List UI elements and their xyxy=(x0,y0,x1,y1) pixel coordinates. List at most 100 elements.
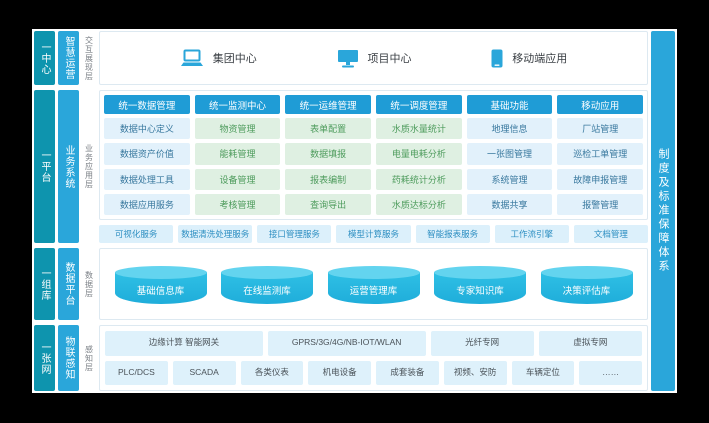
biz-item: 厂站管理 xyxy=(557,118,644,140)
left-label-one-database: 一组库 xyxy=(34,248,55,320)
biz-item: 数据资产价值 xyxy=(104,143,190,165)
architecture-diagram: 一中心 一平台 一组库 一张网 智慧运营 业务系统 数据平台 物联感知 交互展现… xyxy=(32,29,677,393)
biz-item: 表单配置 xyxy=(285,118,372,140)
service-chip: 智能报表服务 xyxy=(415,225,490,243)
perception-chip: 机电设备 xyxy=(308,360,371,385)
biz-col-monitoring-center: 统一监测中心 物资管理 能耗管理 设备管理 考核管理 xyxy=(194,95,281,215)
biz-item: 水质达标分析 xyxy=(376,193,462,215)
display-layer-panel: 集团中心 项目中心 移动端应用 xyxy=(99,31,648,85)
perception-chip: 各类仪表 xyxy=(240,360,304,385)
left-label-business-system: 业务系统 xyxy=(58,90,79,243)
layer-label-text: 交互展现层 xyxy=(84,35,94,81)
service-chip: 模型计算服务 xyxy=(336,225,411,243)
perception-chip: SCADA xyxy=(172,360,236,385)
database-cylinder: 在线监测库 xyxy=(221,266,313,304)
layer-label-display: 交互展现层 xyxy=(82,31,96,85)
biz-item: 地理信息 xyxy=(466,118,553,140)
left-label-text: 一张网 xyxy=(39,341,50,375)
perception-chip: 视频、安防 xyxy=(443,360,507,385)
perception-chip: 车辆定位 xyxy=(511,360,575,385)
platform-services-row: 可视化服务 数据清洗处理服务 接口管理服务 模型计算服务 智能报表服务 工作流引… xyxy=(99,225,648,243)
perception-network-row: 边缘计算 智能网关 GPRS/3G/4G/NB-IOT/WLAN 光纤专网 虚拟… xyxy=(105,331,642,356)
biz-item: 数据应用服务 xyxy=(104,193,190,215)
biz-col-header: 统一运维管理 xyxy=(285,95,372,114)
display-item-label: 移动端应用 xyxy=(512,53,568,65)
layer-label-text: 感知层 xyxy=(84,344,94,372)
left-label-one-center: 一中心 xyxy=(34,31,55,85)
database-label: 专家知识库 xyxy=(456,285,504,297)
biz-col-header: 统一数据管理 xyxy=(104,95,190,114)
perception-chip: …… xyxy=(579,360,642,385)
left-label-text: 物联感知 xyxy=(63,336,74,380)
database-label: 在线监测库 xyxy=(243,285,291,297)
perception-chip: 边缘计算 智能网关 xyxy=(105,331,263,356)
database-label: 运营管理库 xyxy=(349,285,398,297)
laptop-icon xyxy=(180,49,203,66)
biz-item: 数据中心定义 xyxy=(104,118,190,140)
biz-item: 报警管理 xyxy=(557,193,644,215)
database-cylinder: 决策评估库 xyxy=(540,266,633,304)
biz-item: 电量电耗分析 xyxy=(376,143,462,165)
left-label-one-network: 一张网 xyxy=(34,325,55,391)
biz-item: 系统管理 xyxy=(466,168,553,190)
biz-col-mobile-application: 移动应用 厂站管理 巡检工单管理 故障申报管理 报警管理 xyxy=(557,95,644,215)
database-label: 决策评估库 xyxy=(562,285,611,297)
biz-item: 故障申报管理 xyxy=(557,168,644,190)
biz-item: 能耗管理 xyxy=(194,143,281,165)
database-cylinder: 专家知识库 xyxy=(434,266,526,304)
left-label-iot-perception: 物联感知 xyxy=(58,325,79,391)
biz-item: 数据填报 xyxy=(285,143,372,165)
layer-label-data: 数据层 xyxy=(82,248,96,320)
biz-item: 水质水量统计 xyxy=(376,118,462,140)
biz-col-header: 基础功能 xyxy=(466,95,553,114)
service-chip: 数据清洗处理服务 xyxy=(178,225,253,243)
service-chip: 文档管理 xyxy=(573,225,648,243)
service-chip: 可视化服务 xyxy=(99,225,174,243)
biz-col-dispatch-management: 统一调度管理 水质水量统计 电量电耗分析 药耗统计分析 水质达标分析 xyxy=(376,95,462,215)
perception-chip: 虚拟专网 xyxy=(538,331,642,356)
service-chip: 接口管理服务 xyxy=(257,225,332,243)
left-label-data-platform: 数据平台 xyxy=(58,248,79,320)
perception-chip: 成套装备 xyxy=(376,360,439,385)
left-label-text: 业务系统 xyxy=(63,144,74,189)
biz-col-basic-functions: 基础功能 地理信息 一张图管理 系统管理 数据共享 xyxy=(466,95,553,215)
service-chip: 工作流引擎 xyxy=(494,225,569,243)
phone-icon xyxy=(491,49,503,67)
business-columns: 统一数据管理 数据中心定义 数据资产价值 数据处理工具 数据应用服务 统一监测中… xyxy=(99,90,648,220)
left-label-text: 智慧运营 xyxy=(63,36,74,80)
perception-layer-panel: 边缘计算 智能网关 GPRS/3G/4G/NB-IOT/WLAN 光纤专网 虚拟… xyxy=(99,325,648,391)
biz-item: 药耗统计分析 xyxy=(376,168,462,190)
biz-item: 一张图管理 xyxy=(466,143,553,165)
display-item-mobile-app: 移动端应用 xyxy=(491,49,567,68)
biz-item: 数据共享 xyxy=(466,193,553,215)
display-item-project-center: 项目中心 xyxy=(337,49,412,68)
layer-label-perception: 感知层 xyxy=(82,325,96,391)
database-label: 基础信息库 xyxy=(136,285,185,297)
left-label-text: 一中心 xyxy=(39,41,50,75)
biz-col-header: 统一调度管理 xyxy=(376,95,462,114)
biz-col-header: 统一监测中心 xyxy=(194,95,281,114)
biz-col-data-management: 统一数据管理 数据中心定义 数据资产价值 数据处理工具 数据应用服务 xyxy=(104,95,190,215)
biz-item: 物资管理 xyxy=(194,118,281,140)
perception-device-row: PLC/DCS SCADA 各类仪表 机电设备 成套装备 视频、安防 车辆定位 … xyxy=(105,360,642,385)
perception-chip: 光纤专网 xyxy=(430,331,534,356)
left-label-text: 一组库 xyxy=(39,267,50,301)
display-item-label: 项目中心 xyxy=(367,53,412,65)
biz-item: 查询导出 xyxy=(285,193,372,215)
guarantee-system-bar: 制度及标准保障体系 xyxy=(651,31,675,391)
perception-chip: PLC/DCS xyxy=(105,360,168,385)
biz-item: 数据处理工具 xyxy=(104,168,190,190)
layer-label-text: 业务应用层 xyxy=(84,144,94,189)
layer-label-application: 业务应用层 xyxy=(82,90,96,243)
biz-item: 考核管理 xyxy=(194,193,281,215)
monitor-icon xyxy=(337,49,358,67)
display-item-label: 集团中心 xyxy=(212,53,257,65)
left-label-text: 数据平台 xyxy=(63,262,74,306)
perception-chip: GPRS/3G/4G/NB-IOT/WLAN xyxy=(267,331,426,356)
biz-col-operation-management: 统一运维管理 表单配置 数据填报 报表编制 查询导出 xyxy=(285,95,372,215)
biz-item: 报表编制 xyxy=(285,168,372,190)
layer-label-text: 数据层 xyxy=(84,270,94,298)
guarantee-system-label: 制度及标准保障体系 xyxy=(657,148,669,274)
biz-item: 巡检工单管理 xyxy=(557,143,644,165)
database-cylinder: 基础信息库 xyxy=(114,266,207,304)
